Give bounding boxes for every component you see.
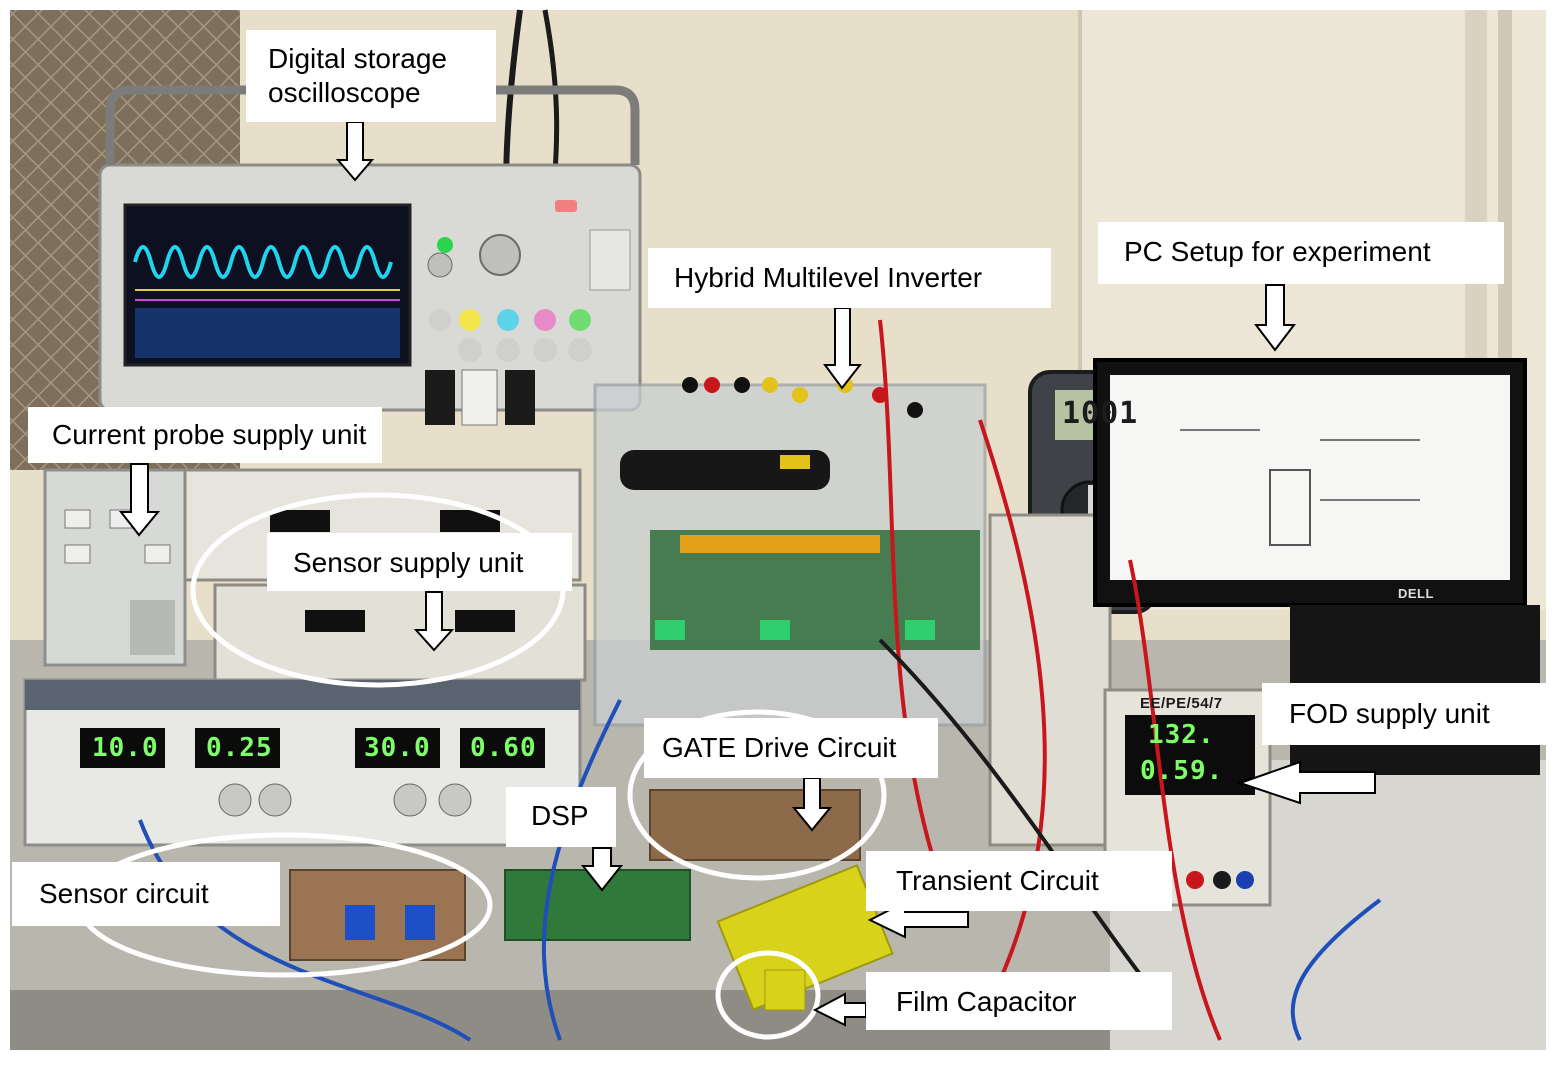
sensor-circuit-board	[289, 869, 466, 961]
arrow-left-fod	[1236, 760, 1376, 805]
current-probe-supply	[43, 468, 187, 667]
arrow-down-pc	[1253, 284, 1297, 352]
label-sensor-supply-unit: Sensor supply unit	[267, 533, 572, 591]
psu-current-2: 0.60	[470, 733, 537, 763]
ellipse-film-capacitor	[715, 950, 821, 1040]
label-digital-storage-oscilloscope: Digital storage oscilloscope	[246, 30, 496, 122]
oscilloscope	[98, 85, 642, 426]
fod-current: 0.59.	[1140, 756, 1224, 786]
label-transient-circuit: Transient Circuit	[866, 851, 1172, 911]
fod-asset-tag: EE/PE/54/7	[1140, 695, 1223, 712]
label-hybrid-multilevel-inverter: Hybrid Multilevel Inverter	[648, 248, 1051, 308]
label-fod-supply-unit: FOD supply unit	[1262, 683, 1548, 745]
wall-pipe	[1465, 10, 1487, 430]
label-gate-drive-circuit: GATE Drive Circuit	[644, 718, 938, 778]
psu-current-1: 0.25	[206, 733, 273, 763]
arrow-down-inverter	[823, 307, 863, 390]
label-sensor-circuit: Sensor circuit	[12, 862, 280, 926]
label-dso-line2: oscilloscope	[268, 77, 421, 108]
ellipse-gate-drive	[627, 709, 887, 881]
monitor-brand: DELL	[1398, 586, 1434, 601]
label-dso-line1: Digital storage	[268, 43, 447, 74]
arrow-down-dsp	[580, 847, 624, 892]
scope-waveform	[133, 245, 393, 279]
arrow-down-current-probe	[118, 463, 161, 537]
bench-power-supply	[23, 678, 582, 847]
arrow-down-gate	[791, 777, 833, 832]
fod-voltage: 132.	[1148, 720, 1215, 750]
multimeter-display: 1001	[1062, 396, 1139, 431]
fod-supply-unit	[988, 513, 1272, 907]
arrow-down-sensor-supply	[413, 591, 455, 652]
arrow-down-dso	[335, 121, 375, 182]
psu-voltage-1: 10.0	[92, 733, 159, 763]
inverter-enclosure	[593, 377, 987, 727]
label-dsp: DSP	[506, 787, 616, 847]
label-pc-setup: PC Setup for experiment	[1098, 222, 1504, 284]
psu-voltage-2: 30.0	[364, 733, 431, 763]
label-current-probe-supply: Current probe supply unit	[28, 407, 382, 463]
sensor-supply-units	[183, 468, 587, 682]
arrow-left-film	[812, 992, 867, 1027]
gate-drive-board	[649, 789, 861, 861]
label-film-capacitor: Film Capacitor	[866, 972, 1172, 1030]
